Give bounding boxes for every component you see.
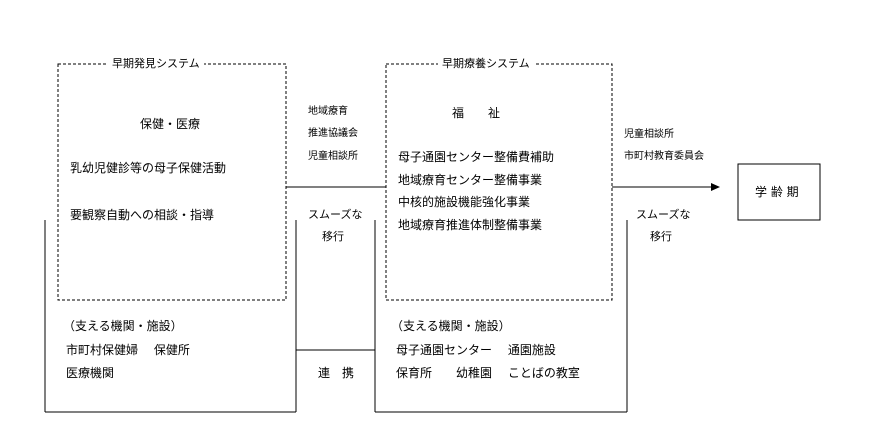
middle-org-1: 地域療育 (308, 106, 348, 117)
arrow-head (711, 183, 720, 191)
right-smooth-1: スムーズな (636, 208, 691, 221)
right-org-2: 市町村教育委員会 (624, 151, 704, 162)
early-detection-title: 早期発見システム (108, 57, 204, 71)
early-detection-item-1: 乳幼児健診等の母子保健活動 (70, 161, 227, 175)
early-detection-support-label: （支える機関・施設） (63, 319, 183, 333)
school-age-label: 学 齢 期 (755, 185, 799, 199)
early-care-title: 早期療養システム (438, 57, 534, 71)
early-detection-support-line-2: 医療機関 (66, 366, 115, 380)
early-detection-support-line-1: 市町村保健婦 保健所 (66, 343, 190, 357)
school-age-box (737, 163, 821, 221)
middle-smooth-2: 移行 (322, 230, 344, 243)
middle-org-2: 推進協議会 (308, 128, 358, 139)
early-care-heading: 福 祉 (452, 106, 501, 120)
early-care-item-4: 地域療育推進体制整備事業 (398, 218, 543, 232)
early-care-support-line-1: 母子通園センター 通園施設 (396, 343, 556, 357)
early-detection-heading: 保健・医療 (140, 117, 201, 131)
right-smooth-2: 移行 (650, 230, 672, 243)
middle-renkei: 連 携 (318, 366, 355, 380)
early-care-support-label: （支える機関・施設） (391, 319, 511, 333)
early-care-item-3: 中核的施設機能強化事業 (398, 195, 531, 209)
early-care-support-line-2: 保育所 幼稚園 ことばの教室 (396, 366, 580, 380)
early-detection-item-2: 要観察自動への相談・指導 (70, 208, 215, 222)
middle-smooth-1: スムーズな (308, 208, 363, 221)
right-org-1: 児童相談所 (624, 129, 674, 140)
early-detection-box (57, 63, 287, 301)
early-care-item-2: 地域療育センター整備事業 (398, 173, 543, 187)
early-care-item-1: 母子通園センター整備費補助 (398, 150, 555, 164)
middle-org-3: 児童相談所 (308, 151, 358, 162)
